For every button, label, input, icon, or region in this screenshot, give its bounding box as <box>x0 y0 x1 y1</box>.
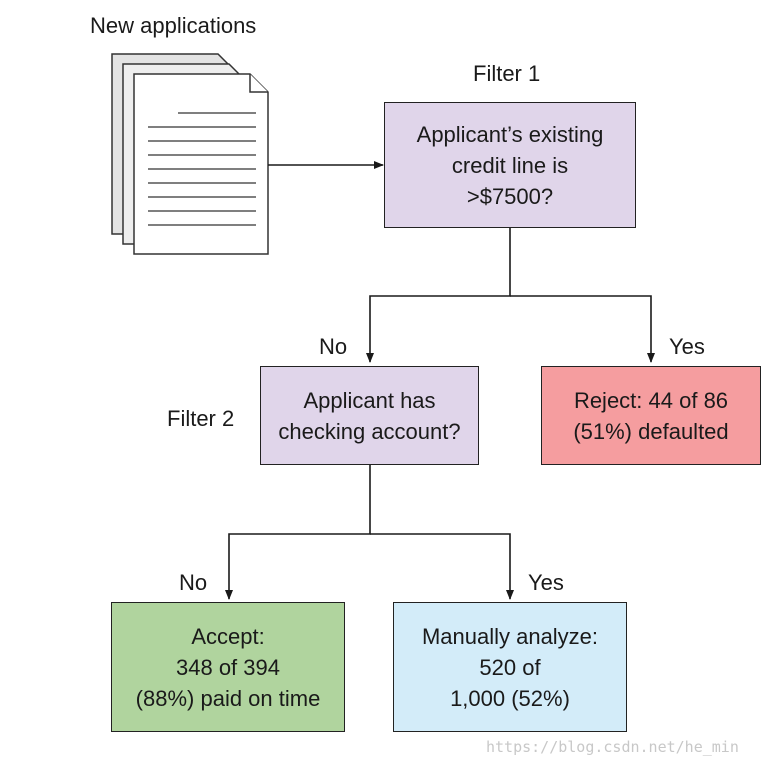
connector-filter2-yes <box>370 533 514 600</box>
filter1-box: Applicant’s existing credit line is >$75… <box>384 102 636 228</box>
reject-box: Reject: 44 of 86 (51%) defaulted <box>541 366 761 465</box>
filter1-question-line: credit line is <box>451 152 569 178</box>
accept-line: Accept: <box>191 623 265 649</box>
filter2-box: Applicant has checking account? <box>260 366 479 465</box>
filter2-question-line: checking account? <box>278 418 461 444</box>
accept-line: 348 of 394 <box>176 654 280 680</box>
filter2-question-line: Applicant has <box>303 387 436 413</box>
manual-analyze-line: Manually analyze: <box>421 623 599 649</box>
branch-no-label: No <box>179 570 208 595</box>
connector-filter2-split <box>225 465 371 600</box>
branch-yes-label: Yes <box>528 570 564 595</box>
connector-filter1-yes <box>510 295 655 363</box>
filter1-question-line: >$7500? <box>466 183 554 209</box>
connector-filter1-split <box>366 228 511 363</box>
manual-analyze-box: Manually analyze: 520 of 1,000 (52%) <box>393 602 627 732</box>
accept-box: Accept: 348 of 394 (88%) paid on time <box>111 602 345 732</box>
reject-line: Reject: 44 of 86 <box>573 387 729 413</box>
filter1-question-line: Applicant’s existing <box>416 121 604 147</box>
documents-icon <box>111 53 269 255</box>
filter1-label: Filter 1 <box>473 61 541 86</box>
watermark: https://blog.csdn.net/he_min <box>486 738 739 756</box>
reject-line: (51%) defaulted <box>573 418 729 444</box>
manual-analyze-line: 1,000 (52%) <box>450 685 570 711</box>
filter2-label: Filter 2 <box>167 406 235 431</box>
branch-no-label: No <box>319 334 348 359</box>
manual-analyze-line: 520 of <box>479 654 541 680</box>
new-applications-label: New applications <box>90 13 257 38</box>
accept-line: (88%) paid on time <box>135 685 321 711</box>
branch-yes-label: Yes <box>669 334 705 359</box>
